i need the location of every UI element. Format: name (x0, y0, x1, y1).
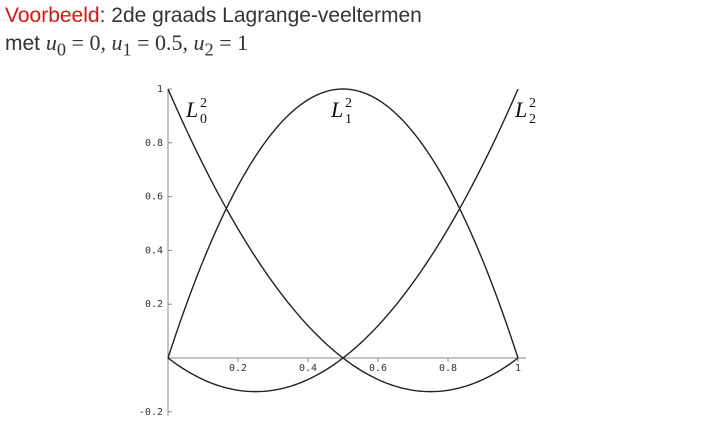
series-label-name-2: L (514, 97, 527, 122)
series-label-sup-2: 2 (529, 96, 536, 111)
chart-axes: -0.2 0.2 0.4 0.6 0.8 1 0.2 0.4 0.6 0.8 1 (139, 84, 526, 418)
y-tick-label-5: 1 (157, 84, 163, 95)
cond-0-sub: 0 (56, 39, 67, 60)
y-tick-label-1: 0.2 (145, 299, 163, 310)
condition-list: u0 = 0, u1 = 0.5, u2 = 1 (45, 30, 249, 60)
slide-title: Voorbeeld: 2de graads Lagrange-veelterme… (5, 2, 422, 63)
title-accent-word: Voorbeeld (5, 4, 100, 27)
series-label-sub-1: 1 (345, 112, 352, 127)
x-tick-label-0: 0.2 (229, 363, 247, 374)
title-rest: : 2de graads Lagrange-veeltermen (99, 4, 422, 27)
series-line-1 (167, 88, 519, 359)
series-label-sub-2: 2 (529, 112, 536, 127)
cond-0-val: 0 (89, 30, 101, 55)
x-tick-label-2: 0.6 (369, 363, 387, 374)
y-tick-label-3: 0.6 (145, 192, 163, 203)
x-tick-label-4: 1 (515, 363, 521, 374)
title-line-2: met u0 = 0, u1 = 0.5, u2 = 1 (5, 29, 422, 63)
x-tick-label-3: 0.8 (439, 363, 457, 374)
series-line-0 (167, 88, 519, 393)
series-label-name-0: L (185, 97, 198, 122)
chart-curves (167, 88, 519, 393)
cond-1-val: 0.5 (155, 30, 183, 55)
title-line2-prefix: met (5, 32, 46, 55)
series-label-sub-0: 0 (200, 112, 207, 127)
series-label-sup-0: 2 (200, 96, 207, 111)
cond-2-var: u (193, 30, 205, 55)
x-tick-label-1: 0.4 (299, 363, 317, 374)
series-line-2 (167, 88, 519, 393)
series-label-sup-1: 2 (345, 96, 352, 111)
y-tick-label-2: 0.4 (145, 245, 163, 256)
cond-0-var: u (45, 30, 57, 55)
y-tick-label-0: -0.2 (139, 407, 163, 418)
cond-2-val: 1 (237, 30, 249, 55)
cond-1-var: u (111, 30, 123, 55)
title-line-1: Voorbeeld: 2de graads Lagrange-veelterme… (5, 2, 422, 29)
cond-2-sub: 2 (204, 39, 214, 60)
y-tick-label-4: 0.8 (145, 138, 163, 149)
cond-1-sub: 1 (122, 39, 132, 60)
series-label-name-1: L (330, 97, 343, 122)
